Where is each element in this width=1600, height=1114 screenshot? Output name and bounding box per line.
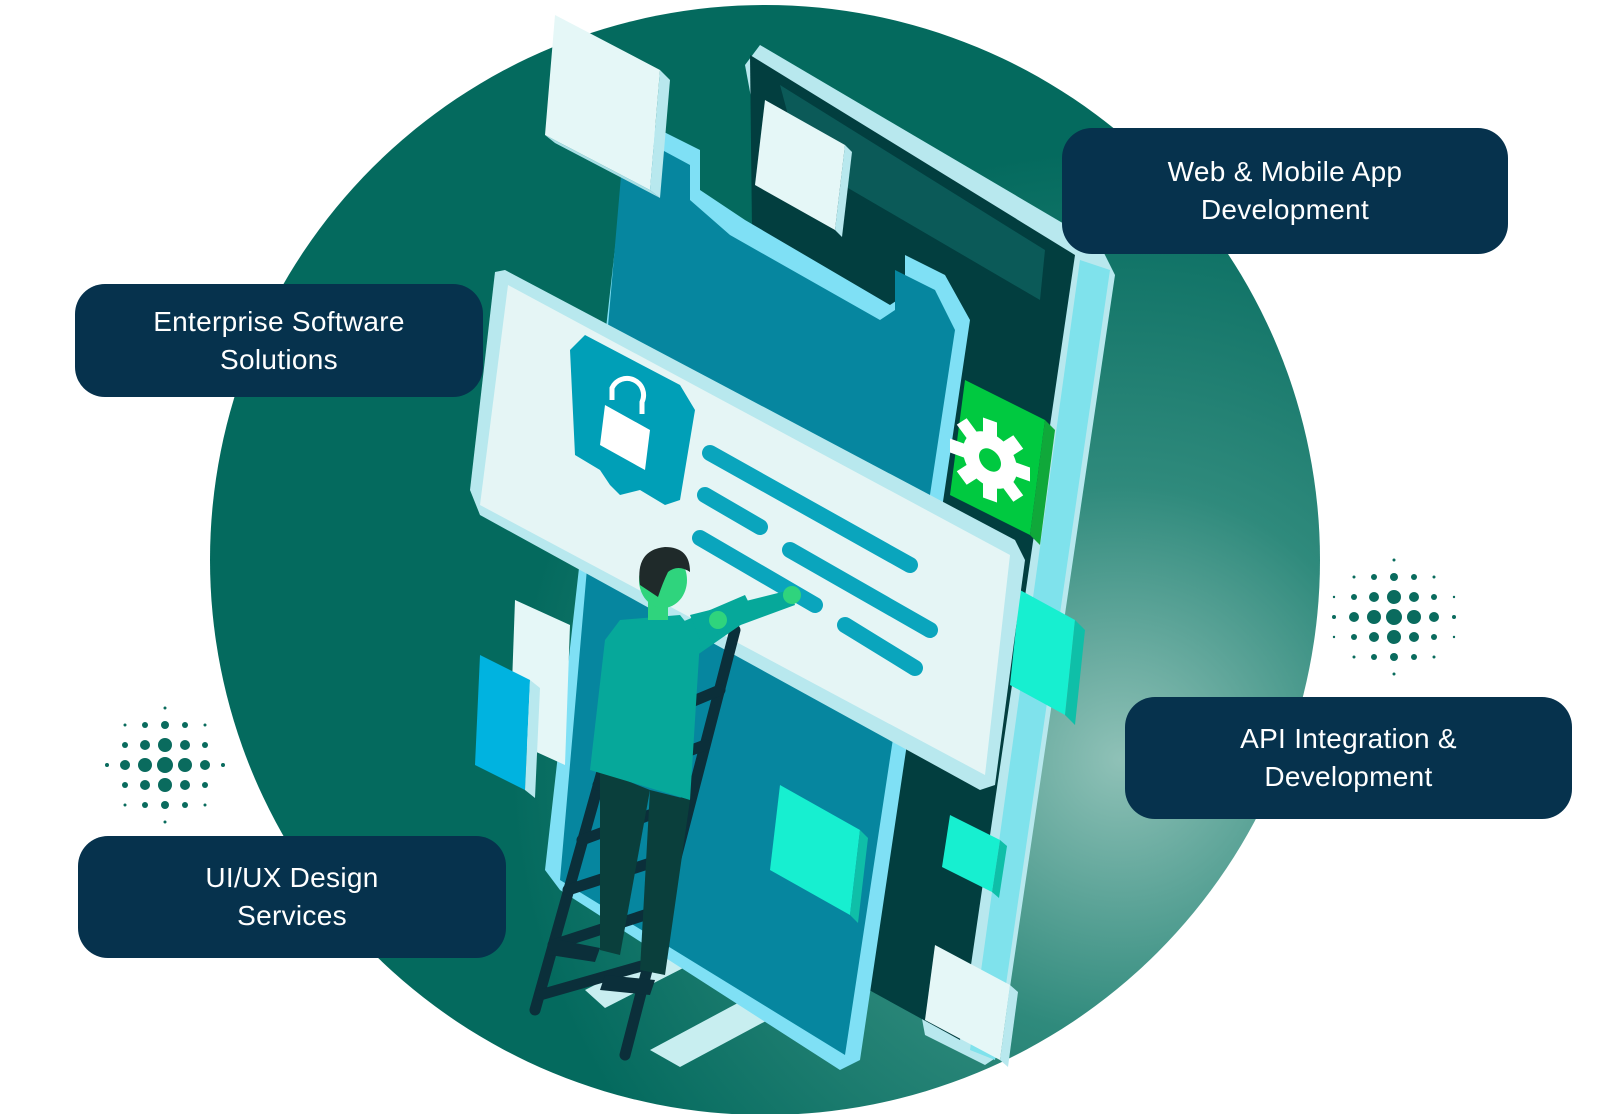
service-title-line-1: Enterprise Software [153,305,405,337]
service-title-line-1: Web & Mobile App [1167,156,1403,187]
lock-icon [600,375,650,470]
halftone-dots-right [1332,558,1456,676]
person-figure [550,547,801,995]
gear-tile [950,380,1055,545]
service-card-api: API Integration & Development [1125,697,1572,819]
gear-icon [950,417,1030,503]
service-title-line-2: Development [1200,194,1370,225]
service-title-line-2: Services [237,900,347,931]
mint-tile-center [770,785,868,923]
service-card-enterprise: Enterprise Software Solutions [75,284,483,397]
service-title-line-1: UI/UX Design [205,862,379,893]
floating-cube-inner [755,100,852,237]
service-title-line-2: Development [1264,761,1433,792]
blue-tile-left [475,600,570,798]
service-card-web-mobile: Web & Mobile App Development [1062,128,1508,254]
floating-cube-bottom-right [925,945,1018,1067]
service-title-line-1: API Integration & [1240,723,1457,754]
floating-cube-top-left [545,15,670,198]
login-card [470,270,1025,790]
service-title-line-2: Solutions [220,343,338,375]
mint-tile-right [1010,590,1085,725]
service-card-uiux: UI/UX Design Services [78,836,506,958]
mint-tile-small [942,815,1007,898]
lock-badge [570,335,695,505]
halftone-dots-left [105,706,225,824]
